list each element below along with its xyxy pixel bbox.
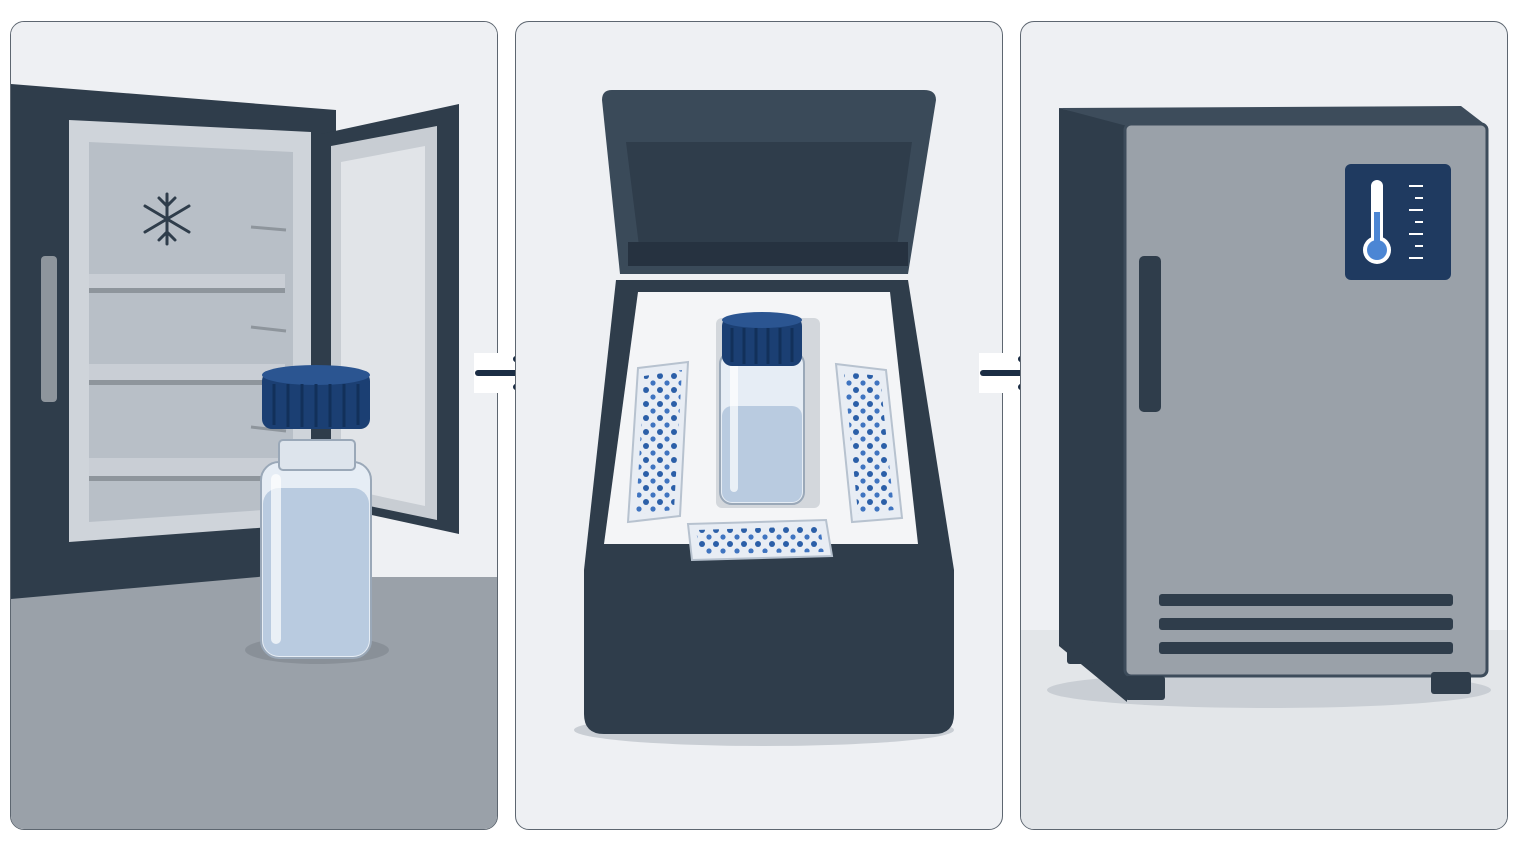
step-1-freezer-panel — [10, 21, 498, 830]
step-2-shipper-panel — [515, 21, 1003, 830]
vial-icon — [719, 312, 805, 505]
ice-pack-icon — [686, 518, 834, 562]
ice-pack-icon — [834, 362, 904, 524]
floor — [11, 577, 497, 829]
storage-freezer-illustration — [1021, 106, 1507, 829]
storage-freezer-side — [1059, 108, 1127, 702]
step-3-storage-panel — [1020, 21, 1508, 830]
freezer-vents — [1159, 594, 1453, 654]
freezer-illustration — [11, 22, 497, 829]
shipper-lid — [602, 90, 936, 274]
shipper-illustration — [574, 90, 954, 746]
vial-icon — [245, 365, 389, 664]
storage-freezer-handle — [1139, 256, 1161, 412]
thermometer-icon — [1345, 164, 1451, 280]
freezer-interior — [89, 142, 293, 522]
freezer-shelves — [89, 225, 287, 481]
freezer-handle — [41, 256, 57, 402]
ice-pack-icon — [626, 360, 690, 524]
snowflake-icon — [143, 192, 191, 246]
